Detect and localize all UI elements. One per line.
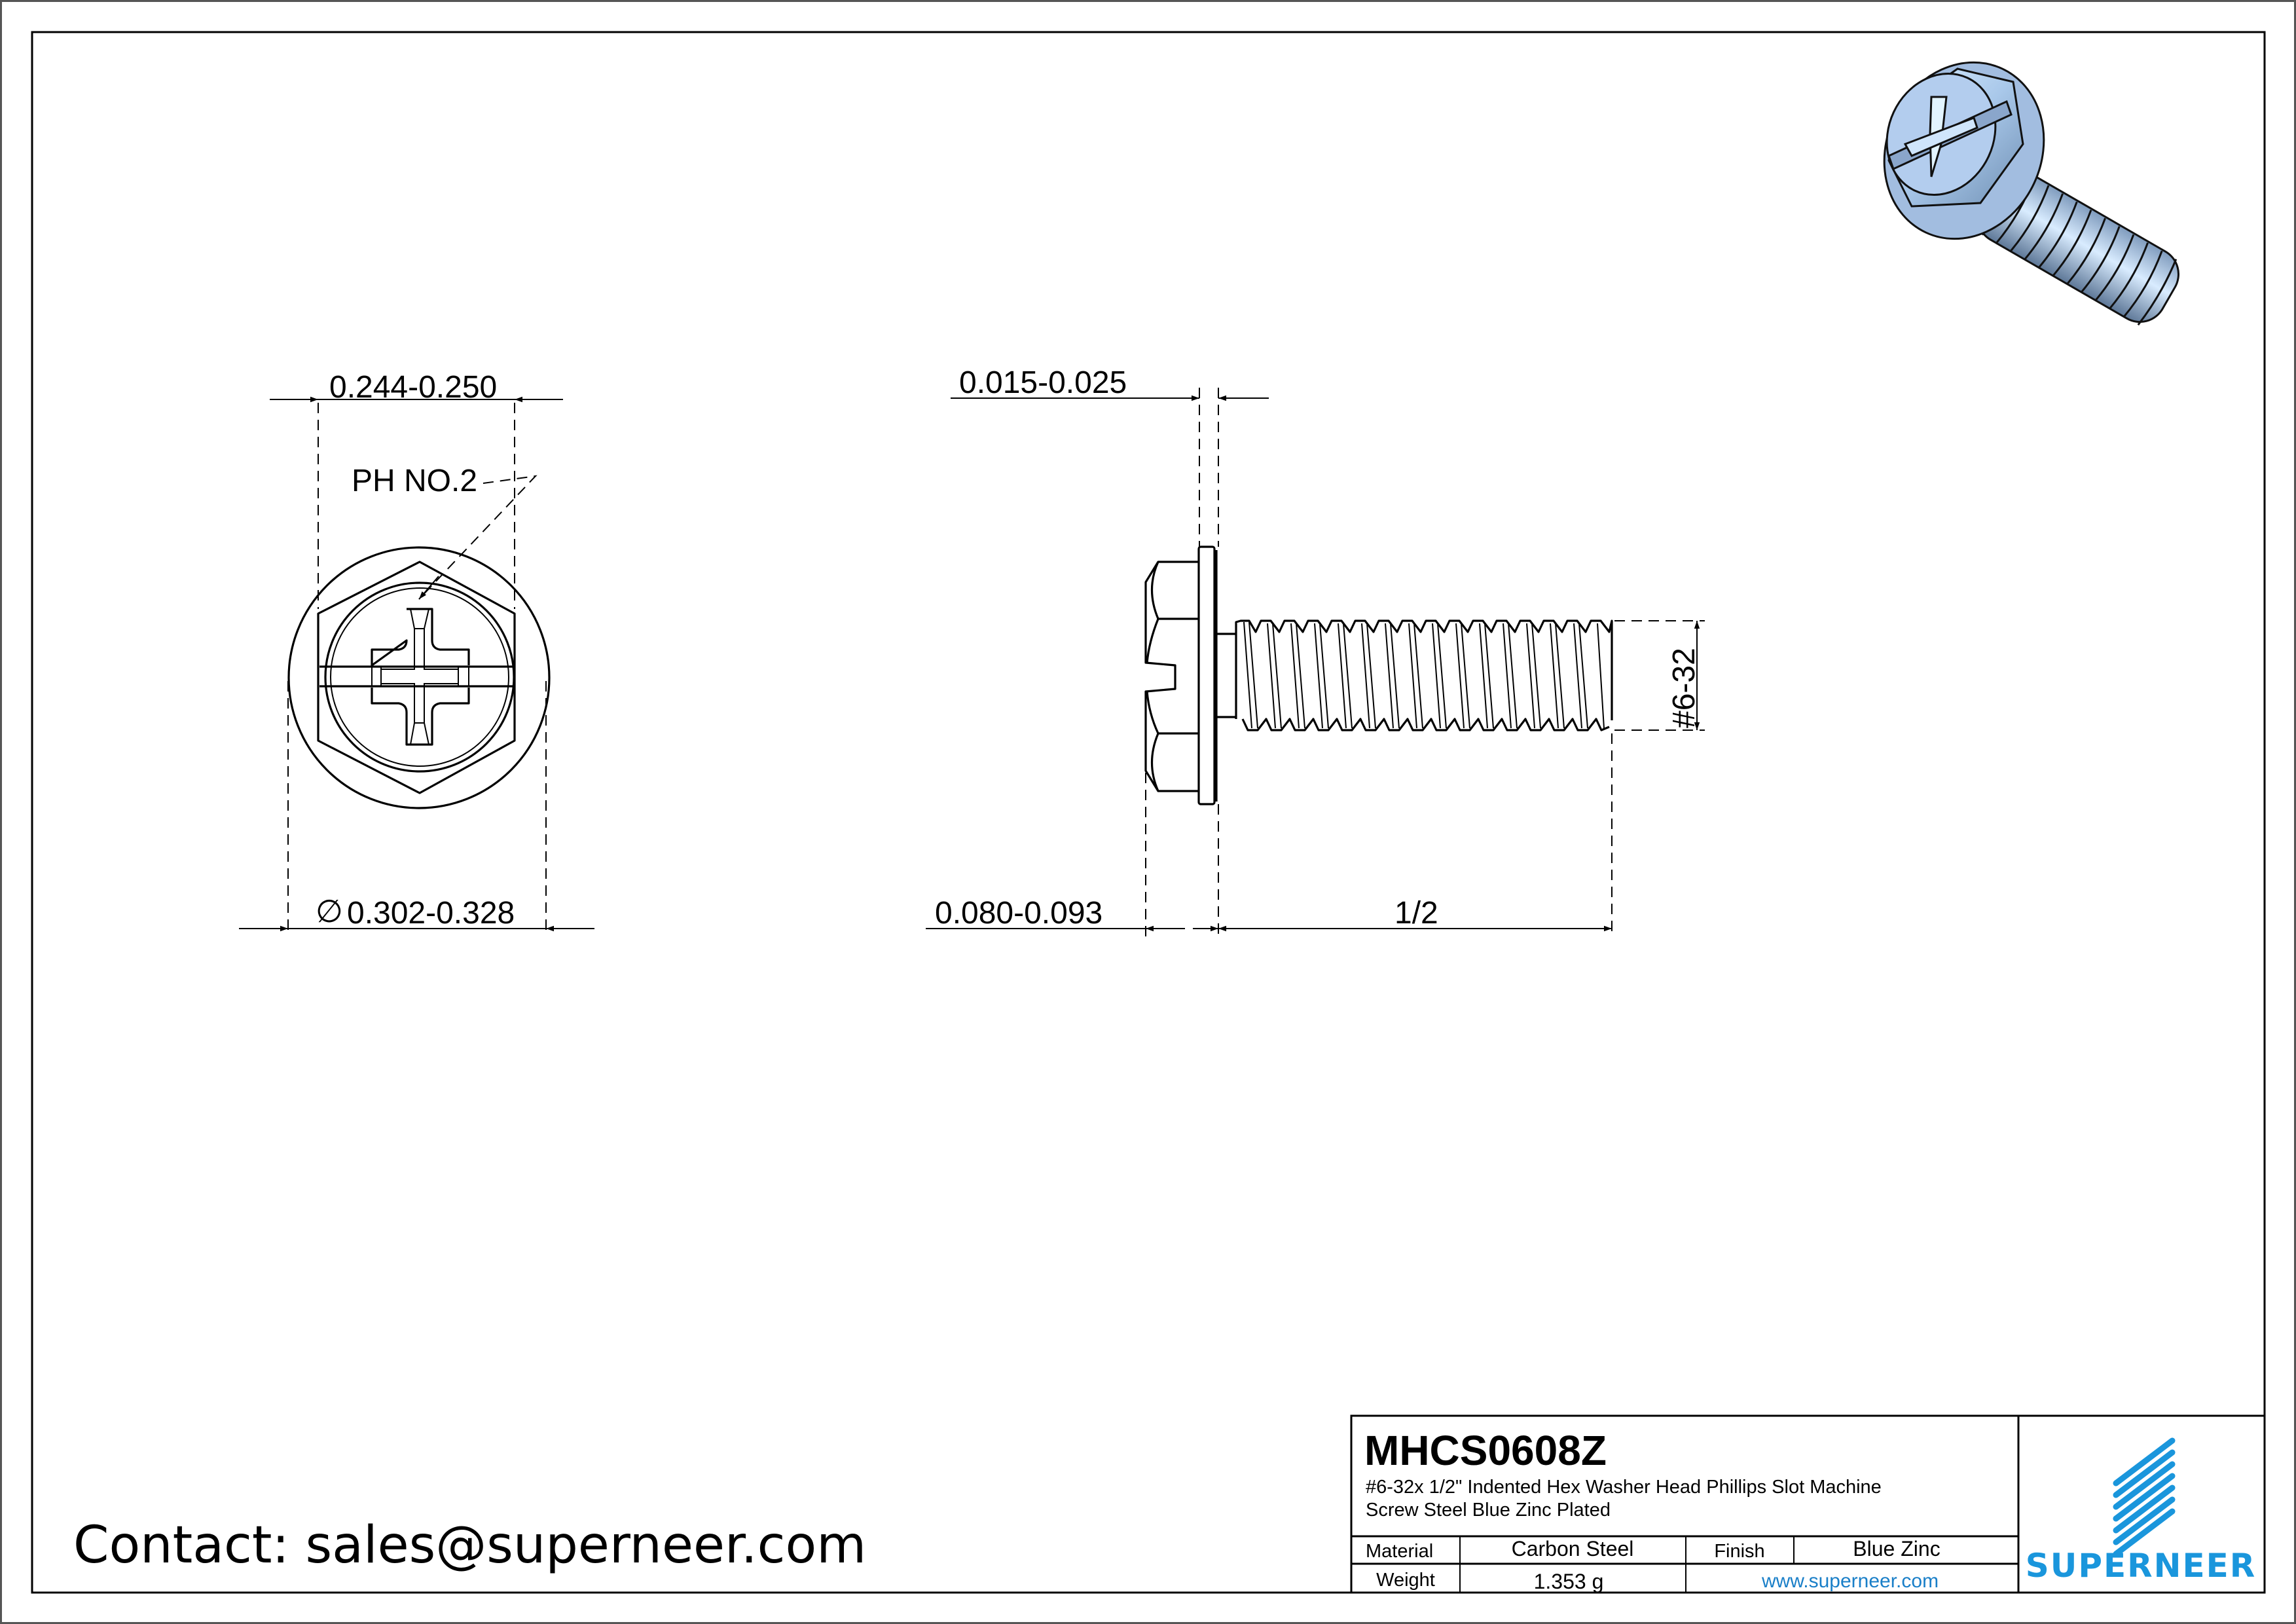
dim-thread-size: #6-32	[1667, 648, 1702, 728]
diameter-symbol: ∅	[316, 895, 343, 929]
dim-hex-across-flats: 0.244-0.250	[329, 370, 497, 405]
dim-length: 1/2	[1394, 896, 1438, 931]
hex-head-outline	[317, 561, 516, 794]
drive-callout-label: PH NO.2	[352, 464, 477, 498]
head-dome-outline	[324, 581, 515, 773]
material-value: Carbon Steel	[1512, 1537, 1634, 1560]
website-link[interactable]: www.superneer.com	[1761, 1570, 1939, 1592]
contact-email[interactable]: Contact: sales@superneer.com	[73, 1516, 866, 1575]
phillips-cross-icon	[371, 608, 470, 746]
phillips-cross-detail	[371, 608, 469, 745]
head-dome-inner	[330, 587, 509, 767]
washer-side	[1197, 545, 1216, 805]
superneer-logo-icon	[2113, 1437, 2176, 1557]
title-block: MHCS0608Z #6-32x 1/2" Indented Hex Washe…	[1350, 1414, 2266, 1594]
weight-label: Weight	[1376, 1570, 1435, 1591]
description-line-1: #6-32x 1/2" Indented Hex Washer Head Phi…	[1366, 1477, 1882, 1498]
front-view: 0.244-0.250 PH NO.2 ∅ 0.302-0.328	[239, 370, 594, 936]
dim-washer-thickness: 0.015-0.025	[959, 365, 1127, 400]
weight-value: 1.353 g	[1534, 1570, 1604, 1593]
leader-line	[418, 475, 538, 600]
dim-head-height: 0.080-0.093	[935, 896, 1102, 931]
part-number: MHCS0608Z	[1364, 1427, 1607, 1474]
hex-head-side-outline	[1144, 561, 1199, 792]
finish-label: Finish	[1714, 1541, 1764, 1562]
leader-arrow	[418, 576, 439, 600]
material-label: Material	[1366, 1541, 1433, 1562]
screw-3d-render-icon	[1883, 61, 2179, 326]
drawing-frame	[31, 31, 2266, 1594]
dim-washer-diameter: 0.302-0.328	[347, 896, 515, 931]
thread-body	[1235, 619, 1613, 731]
brand-name: SUPERNEER	[2026, 1547, 2257, 1585]
shank-neck	[1216, 633, 1236, 718]
description-line-2: Screw Steel Blue Zinc Plated	[1366, 1500, 1611, 1521]
side-view: 0.015-0.025 0.080-0.093 1/2 #6-32	[926, 365, 1705, 936]
washer-outline	[287, 546, 551, 809]
finish-value: Blue Zinc	[1853, 1537, 1940, 1560]
hex-arc-edges	[1146, 561, 1159, 792]
